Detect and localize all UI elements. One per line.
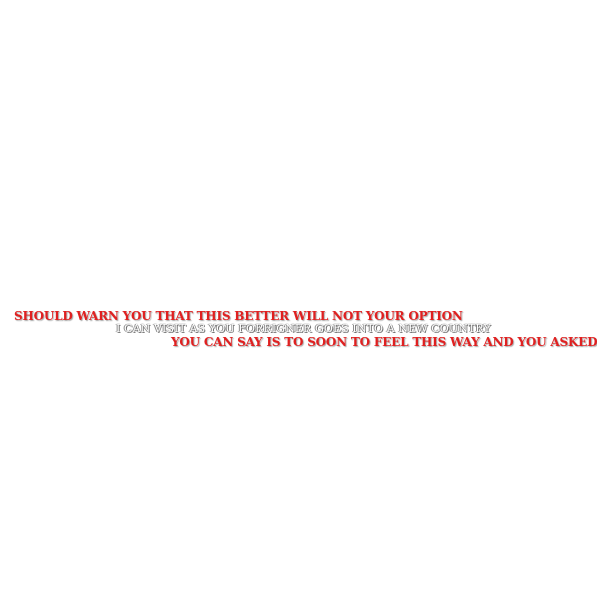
text-line-1: SHOULD WARN YOU THAT THIS BETTER WILL NO…	[14, 309, 463, 323]
text-line-2: I CAN VISIT AS YOU FORRIGNER GOES INTO A…	[116, 322, 491, 335]
text-line-3: YOU CAN SAY IS TO SOON TO FEEL THIS WAY …	[171, 335, 597, 349]
